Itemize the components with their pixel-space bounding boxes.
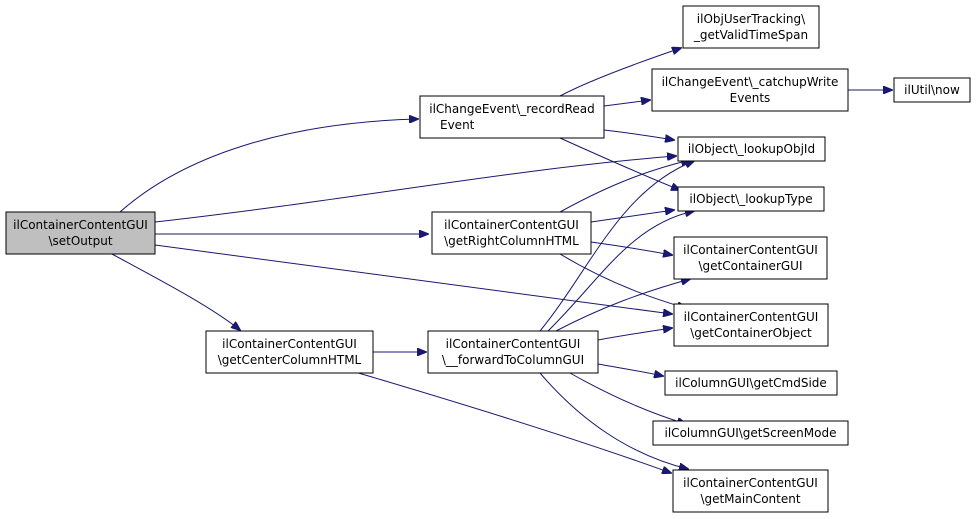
node-record-read-line1: ilChangeEvent\_recordRead bbox=[429, 102, 595, 116]
edge-record-read-to-catchup bbox=[603, 100, 650, 107]
node-get-container-obj[interactable]: ilContainerContentGUI \getContainerObjec… bbox=[673, 303, 829, 347]
node-screen-mode[interactable]: ilColumnGUI\getScreenMode bbox=[652, 420, 849, 446]
node-setoutput-line1: ilContainerContentGUI bbox=[13, 218, 148, 232]
node-lookup-objid-label: ilObject\_lookupObjId bbox=[688, 142, 815, 156]
edge-right-col-to-lookup-objid bbox=[559, 160, 690, 213]
node-util-now-label: ilUtil\now bbox=[904, 83, 960, 97]
node-main-content[interactable]: ilContainerContentGUI \getMainContent bbox=[672, 469, 829, 513]
node-get-container-obj-line2: \getContainerObject bbox=[690, 326, 812, 340]
node-get-container-gui[interactable]: ilContainerContentGUI \getContainerGUI bbox=[673, 236, 828, 280]
node-user-tracking[interactable]: ilObjUserTracking\ _getValidTimeSpan bbox=[682, 5, 820, 49]
node-setoutput[interactable]: ilContainerContentGUI \setOutput bbox=[5, 211, 156, 255]
edge-right-col-to-lookup-type bbox=[590, 210, 674, 223]
node-center-col-line1: ilContainerContentGUI bbox=[222, 337, 357, 351]
edge-forward-to-get-container-obj bbox=[597, 328, 672, 341]
node-get-container-gui-line1: ilContainerContentGUI bbox=[683, 243, 818, 257]
node-util-now[interactable]: ilUtil\now bbox=[893, 77, 971, 103]
edge-right-col-to-get-container-gui bbox=[590, 241, 672, 255]
node-lookup-objid[interactable]: ilObject\_lookupObjId bbox=[677, 136, 826, 162]
node-catchup-line2: Events bbox=[730, 91, 771, 105]
node-forward[interactable]: ilContainerContentGUI \__forwardToColumn… bbox=[427, 330, 599, 374]
edge-setoutput-to-record-read bbox=[119, 119, 418, 213]
edge-center-col-to-main-content bbox=[354, 371, 671, 473]
edge-right-col-to-get-container-obj bbox=[559, 253, 686, 308]
node-cmd-side[interactable]: ilColumnGUI\getCmdSide bbox=[664, 370, 838, 396]
node-catchup[interactable]: ilChangeEvent\_catchupWrite Events bbox=[651, 68, 849, 112]
node-catchup-line1: ilChangeEvent\_catchupWrite bbox=[662, 75, 839, 89]
node-cmd-side-label: ilColumnGUI\getCmdSide bbox=[675, 376, 827, 390]
edge-setoutput-to-get-container-obj bbox=[154, 244, 672, 314]
node-right-col-line1: ilContainerContentGUI bbox=[444, 218, 579, 232]
edge-record-read-to-lookup-objid bbox=[603, 129, 674, 140]
edge-record-read-to-user-tracking bbox=[559, 48, 681, 97]
edge-forward-to-cmd-side bbox=[597, 363, 663, 376]
node-lookup-type-label: ilObject\_lookupType bbox=[689, 192, 812, 206]
edge-setoutput-to-lookup-objid bbox=[154, 156, 676, 223]
node-get-container-obj-line1: ilContainerContentGUI bbox=[684, 310, 819, 324]
node-right-col-line2: \getRightColumnHTML bbox=[444, 234, 579, 248]
node-record-read-line2: Event bbox=[440, 118, 475, 132]
node-main-content-line1: ilContainerContentGUI bbox=[683, 476, 818, 490]
edge-forward-to-screen-mode bbox=[569, 372, 686, 424]
edge-forward-to-lookup-objid bbox=[539, 161, 694, 332]
node-record-read[interactable]: ilChangeEvent\_recordRead Event bbox=[419, 95, 605, 139]
edge-forward-to-lookup-type bbox=[547, 211, 694, 332]
node-main-content-line2: \getMainContent bbox=[700, 492, 800, 506]
node-lookup-type[interactable]: ilObject\_lookupType bbox=[677, 186, 825, 212]
node-center-col-line2: \getCenterColumnHTML bbox=[218, 353, 362, 367]
node-forward-line1: ilContainerContentGUI bbox=[446, 337, 581, 351]
node-center-col[interactable]: ilContainerContentGUI \getCenterColumnHT… bbox=[205, 330, 374, 374]
node-user-tracking-line2: _getValidTimeSpan bbox=[693, 28, 808, 42]
edge-setoutput-to-center-col bbox=[111, 253, 240, 330]
edge-forward-to-main-content bbox=[539, 372, 688, 469]
edge-forward-to-get-container-gui bbox=[555, 279, 690, 332]
node-get-container-gui-line2: \getContainerGUI bbox=[698, 259, 802, 273]
node-screen-mode-label: ilColumnGUI\getScreenMode bbox=[665, 426, 837, 440]
node-forward-line2: \__forwardToColumnGUI bbox=[442, 353, 584, 367]
node-setoutput-line2: \setOutput bbox=[48, 234, 112, 248]
edge-record-read-to-lookup-type bbox=[559, 137, 680, 190]
node-right-col[interactable]: ilContainerContentGUI \getRightColumnHTM… bbox=[431, 211, 592, 255]
node-user-tracking-line1: ilObjUserTracking\ bbox=[697, 12, 806, 26]
